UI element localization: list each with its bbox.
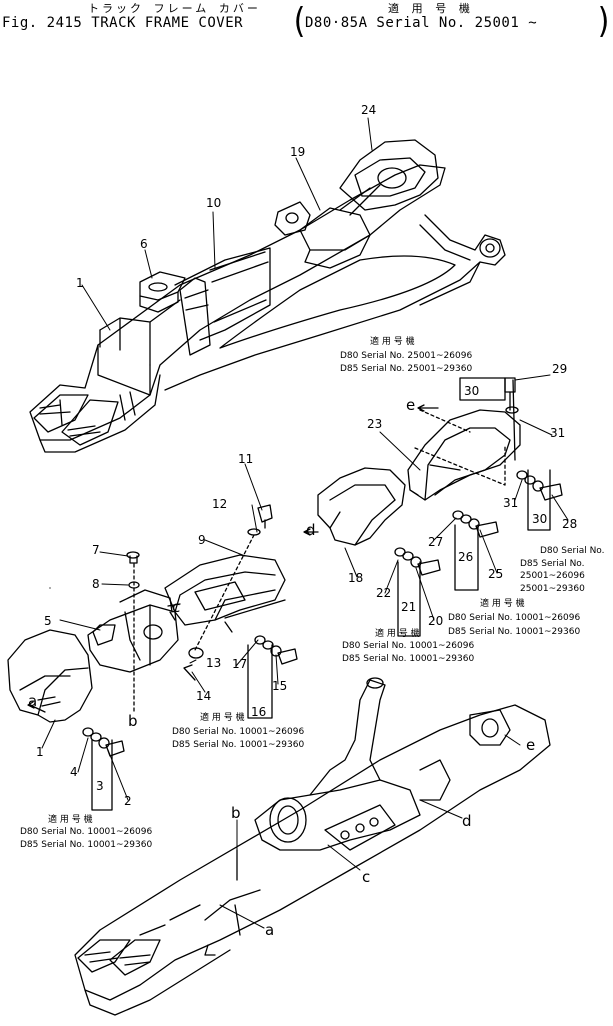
upper-track-frame-assembly: [29, 139, 506, 453]
svg-text:25001~26096: 25001~26096: [520, 571, 585, 581]
ref-c-lower: c: [362, 868, 370, 886]
callout-10: 10: [206, 196, 221, 210]
callout-15: 15: [272, 679, 287, 693]
callout-numbers: 1 6 10 19 24 29 30 31 23 31 30 28 27 26 …: [36, 103, 577, 808]
reference-letters: a b c d e b a c d e: [28, 396, 535, 939]
callout-30a: 30: [464, 384, 479, 398]
top-cover-9-group: [164, 504, 298, 719]
callout-11: 11: [238, 452, 253, 466]
callout-22: 22: [376, 586, 391, 600]
callout-box-30-upper: [459, 377, 506, 401]
callout-2: 2: [124, 794, 132, 808]
svg-text:適 用 号 機: 適 用 号 機: [375, 627, 420, 639]
callout-9: 9: [198, 533, 206, 547]
applicability-kana: 適 用 号 機: [388, 2, 473, 15]
side-cover-18-group: [303, 467, 441, 637]
svg-text:適 用 号 機: 適 用 号 機: [200, 711, 245, 723]
svg-text:適 用 号 機: 適 用 号 機: [480, 597, 525, 609]
callout-6: 6: [140, 237, 148, 251]
lower-track-frame: [74, 677, 551, 1016]
serial-note-d: 適 用 号 機 D80 Serial No. 10001~26096 D85 S…: [342, 627, 474, 664]
callout-box-30-lower: [527, 469, 551, 531]
svg-text:D80 Serial No. 10001~26096: D80 Serial No. 10001~26096: [172, 727, 304, 737]
callout-16: 16: [251, 705, 266, 719]
callout-21: 21: [401, 600, 416, 614]
callout-23: 23: [367, 417, 382, 431]
svg-text:D85 Serial No. 10001~29360: D85 Serial No. 10001~29360: [172, 740, 304, 750]
callout-27: 27: [428, 535, 443, 549]
serial-note-a: 適 用 号 機 D80 Serial No. 25001~26096 D85 S…: [340, 335, 472, 374]
callout-30b: 30: [532, 512, 547, 526]
ref-e-upper: e: [406, 396, 415, 414]
svg-text:適 用 号 機: 適 用 号 機: [370, 335, 415, 347]
figure-title: Fig. 2415 TRACK FRAME COVER: [2, 15, 244, 31]
callout-12: 12: [212, 497, 227, 511]
callout-31a: 31: [550, 426, 565, 440]
bracket-close: ): [595, 1, 613, 42]
ref-d-upper: d: [306, 521, 316, 539]
title-kana: トラック フレーム カバー: [88, 2, 261, 15]
svg-text:25001~29360: 25001~29360: [520, 584, 585, 594]
serial-note-e: 適 用 号 機 D80 Serial No. 10001~26096 D85 S…: [172, 711, 304, 750]
svg-text:D85 Serial No.: D85 Serial No.: [520, 559, 585, 569]
svg-text:D80 Serial No. 10001~26096: D80 Serial No. 10001~26096: [448, 613, 580, 623]
callout-8: 8: [92, 577, 100, 591]
callout-25: 25: [488, 567, 503, 581]
ref-b-lower: b: [231, 804, 241, 822]
svg-text:D80 Serial No. 10001~26096: D80 Serial No. 10001~26096: [20, 827, 152, 837]
leader-lines: [41, 117, 569, 929]
serial-note-f: 適 用 号 機 D80 Serial No. 10001~26096 D85 S…: [20, 813, 152, 850]
svg-text:適 用 号 機: 適 用 号 機: [48, 813, 93, 825]
callout-5: 5: [44, 614, 52, 628]
serial-note-b: D80 Serial No. D85 Serial No. 25001~2609…: [520, 546, 605, 594]
callout-29: 29: [552, 362, 567, 376]
rear-cover-group: [407, 377, 563, 538]
svg-text:D80 Serial No.: D80 Serial No.: [540, 546, 605, 556]
ref-e-lower: e: [526, 736, 535, 754]
ref-d-lower: d: [462, 812, 472, 830]
ref-c-upper: c: [172, 598, 180, 616]
applicability-serial: D80·85A Serial No. 25001 ~: [305, 15, 538, 31]
ref-a-lower: a: [265, 921, 274, 939]
svg-text:D80 Serial No. 10001~26096: D80 Serial No. 10001~26096: [342, 641, 474, 651]
callout-18: 18: [348, 571, 363, 585]
svg-text:D85 Serial No. 10001~29360: D85 Serial No. 10001~29360: [20, 840, 152, 850]
callout-box-26: [454, 524, 479, 591]
callout-31b: 31: [503, 496, 518, 510]
callout-1b: 1: [36, 745, 44, 759]
front-cover-1-group: [7, 629, 125, 811]
callout-17: 17: [232, 657, 247, 671]
svg-text:D85 Serial No. 10001~29360: D85 Serial No. 10001~29360: [448, 627, 580, 637]
serial-note-c: 適 用 号 機 D80 Serial No. 10001~26096 D85 S…: [448, 597, 580, 637]
callout-7: 7: [92, 543, 100, 557]
callout-19: 19: [290, 145, 305, 159]
svg-text:D80 Serial No. 25001~26096: D80 Serial No. 25001~26096: [340, 351, 472, 361]
callout-13: 13: [206, 656, 221, 670]
callout-4: 4: [70, 765, 78, 779]
bracket-open: (: [290, 1, 309, 42]
callout-26: 26: [458, 550, 473, 564]
ref-a-upper: a: [28, 692, 37, 710]
callout-3: 3: [96, 779, 104, 793]
callout-28: 28: [562, 517, 577, 531]
svg-text:D85 Serial No. 10001~29360: D85 Serial No. 10001~29360: [342, 654, 474, 664]
bracket-5-group: [49, 551, 179, 713]
callout-1: 1: [76, 276, 84, 290]
svg-text:D85 Serial No. 25001~29360: D85 Serial No. 25001~29360: [340, 364, 472, 374]
callout-14: 14: [196, 689, 211, 703]
callout-24: 24: [361, 103, 376, 117]
ref-b-upper: b: [128, 712, 138, 730]
callout-20: 20: [428, 614, 443, 628]
